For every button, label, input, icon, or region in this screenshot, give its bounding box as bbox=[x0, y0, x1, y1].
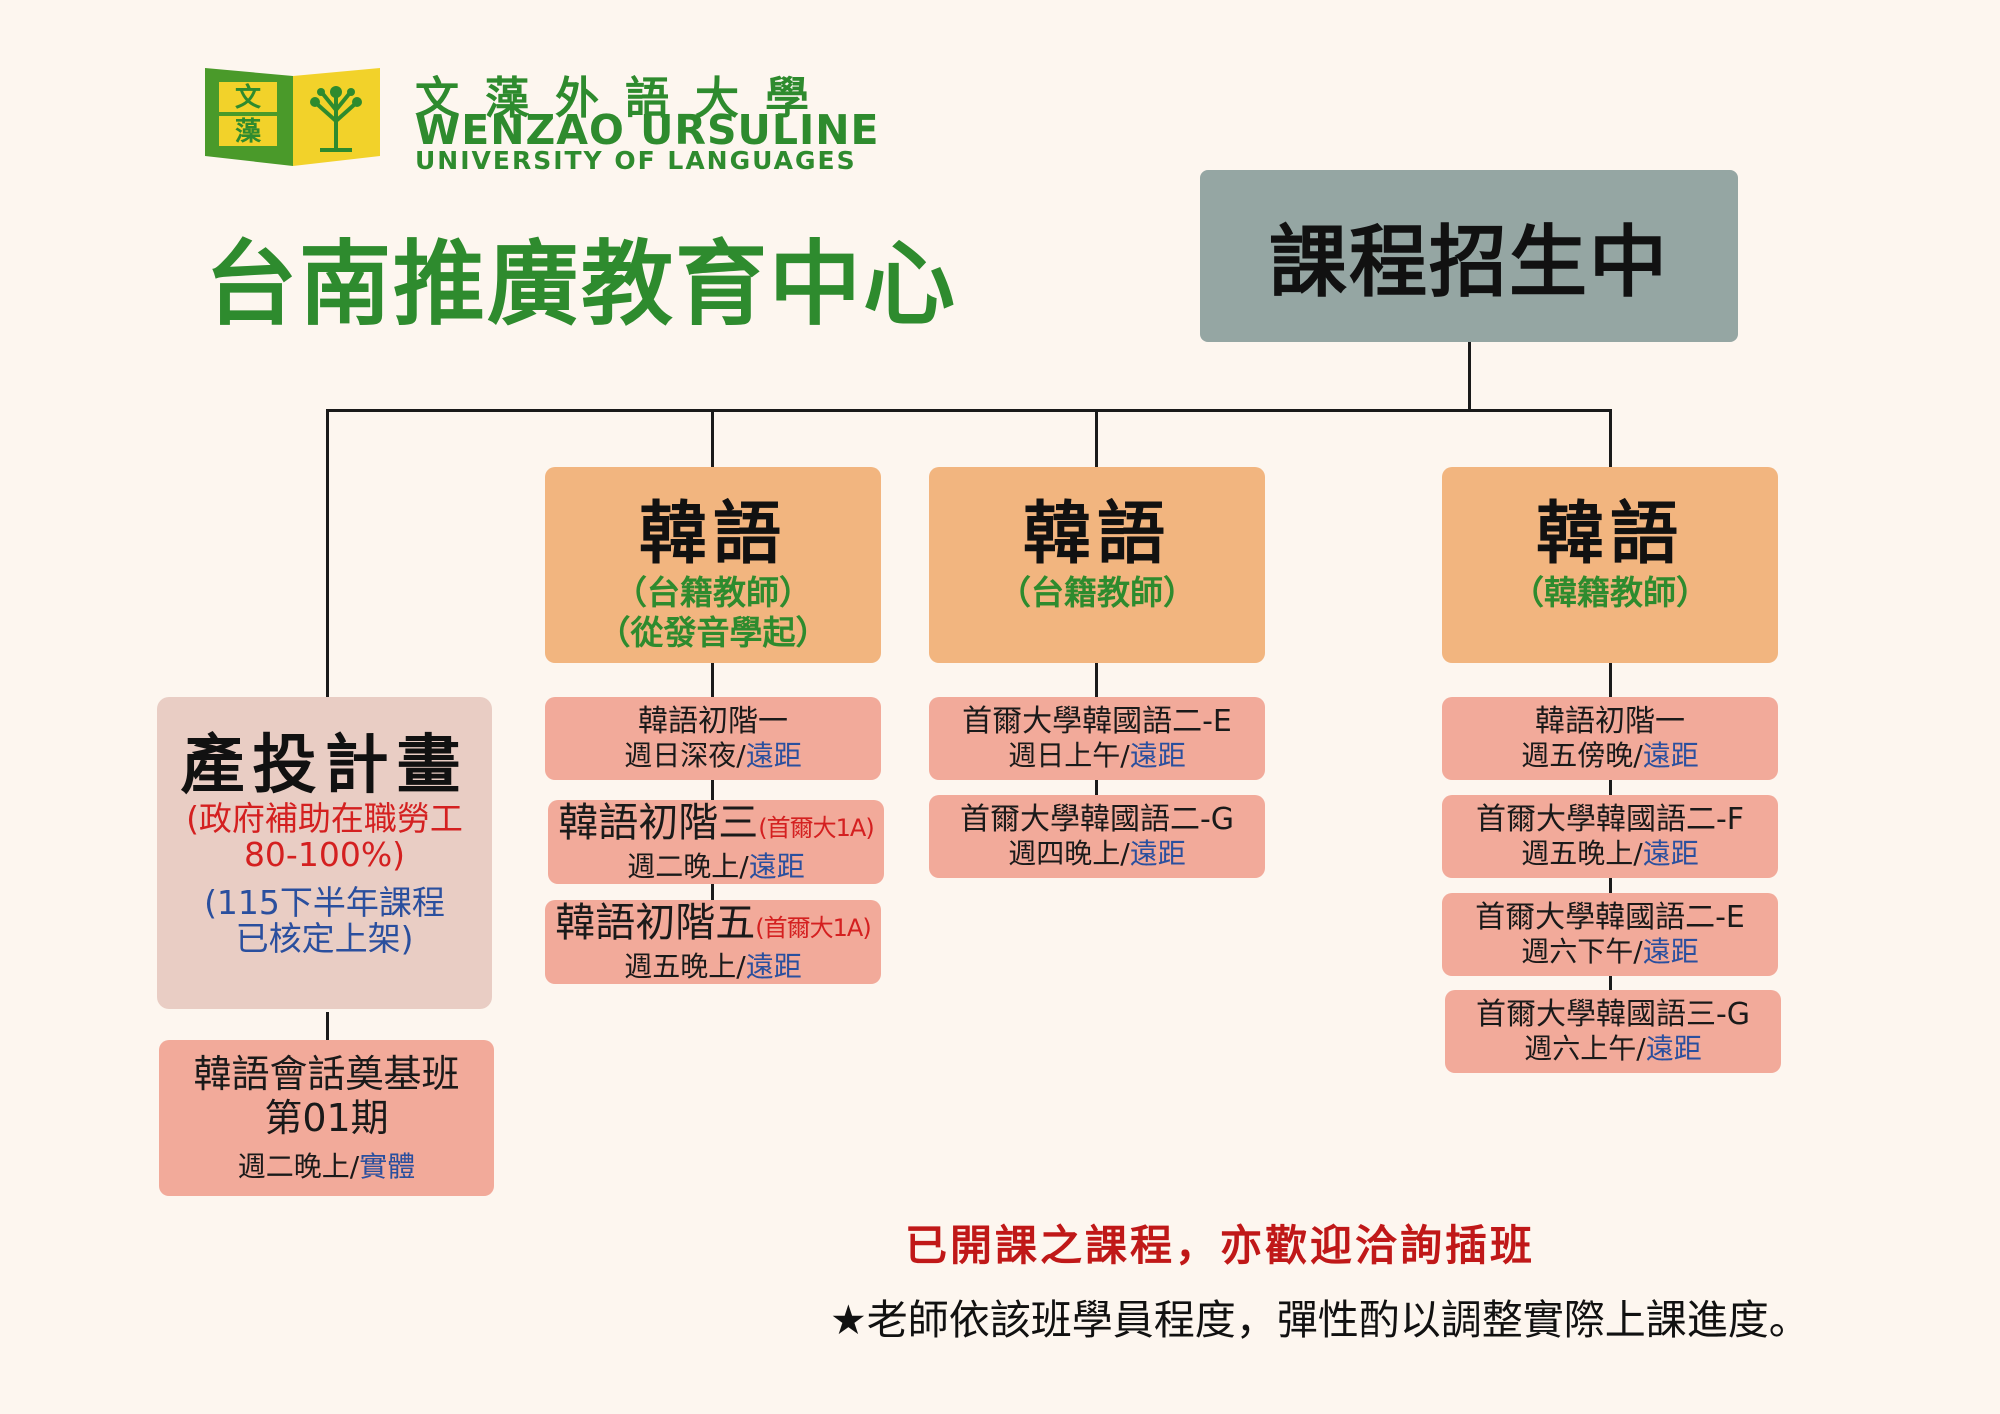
course-name: 首爾大學韓國語二-F bbox=[1475, 801, 1745, 837]
connector-root-down bbox=[1468, 342, 1471, 412]
course-time: 週四晚上/ bbox=[1008, 836, 1130, 870]
connector-branch-1 bbox=[711, 409, 714, 467]
course-mode: 遠距 bbox=[1645, 1031, 1702, 1065]
branch-title: 韓語 bbox=[1535, 495, 1684, 574]
branch-subtitle-2: （從發音學起） bbox=[597, 613, 829, 652]
course-name: 韓語初階一 bbox=[1535, 703, 1685, 739]
course-name: 首爾大學韓國語二-E bbox=[1475, 899, 1745, 935]
logo-english-name-line2: UNIVERSITY OF LANGUAGES bbox=[415, 146, 857, 175]
page-title: 台南推廣教育中心 bbox=[205, 231, 958, 338]
notice-join-anytime: 已開課之課程，亦歡迎洽詢插班 bbox=[905, 1221, 1536, 1270]
course-time: 週五晚上/ bbox=[624, 949, 746, 983]
course-box: 韓語初階一 週日深夜/遠距 bbox=[545, 697, 881, 780]
course-time: 週六上午/ bbox=[1524, 1031, 1646, 1065]
course-mode: 遠距 bbox=[1129, 836, 1186, 870]
logo-english-name-line1: WENZAO URSULINE bbox=[415, 106, 880, 154]
course-time: 週二晚上/ bbox=[237, 1150, 360, 1183]
branch-subtitle: （台籍教師） bbox=[614, 573, 812, 612]
course-mode: 遠距 bbox=[1642, 836, 1699, 870]
course-box: 首爾大學韓國語二-E 週六下午/遠距 bbox=[1442, 893, 1778, 976]
course-name: 首爾大學韓國語三-G bbox=[1475, 996, 1751, 1032]
course-time: 週五傍晚/ bbox=[1521, 738, 1643, 772]
course-mode: 遠距 bbox=[1129, 738, 1186, 772]
course-name: 首爾大學韓國語二-E bbox=[962, 703, 1232, 739]
course-time: 週二晚上/ bbox=[627, 849, 749, 883]
special-status-line1: (115下半年課程 bbox=[204, 883, 445, 922]
branch-title: 韓語 bbox=[638, 495, 787, 574]
course-mode: 遠距 bbox=[745, 949, 802, 983]
branch-header-3: 韓語 （韓籍教師） bbox=[1442, 467, 1778, 663]
course-mode: 遠距 bbox=[1642, 738, 1699, 772]
branch-header-2: 韓語 （台籍教師） bbox=[929, 467, 1265, 663]
special-subsidy-line1: (政府補助在職勞工 bbox=[186, 799, 463, 838]
course-box: 首爾大學韓國語二-F 週五晚上/遠距 bbox=[1442, 795, 1778, 878]
connector-branch-3 bbox=[1609, 409, 1612, 467]
course-name: 韓語會話奠基班 bbox=[193, 1052, 460, 1096]
notice-teacher-adjust: ★老師依該班學員程度，彈性酌以調整實際上課進度。 bbox=[830, 1296, 1810, 1344]
special-title: 產投計畫 bbox=[180, 729, 469, 803]
course-mode: 遠距 bbox=[745, 738, 802, 772]
svg-text:文: 文 bbox=[235, 82, 262, 113]
connector-special-course bbox=[326, 1012, 329, 1040]
course-mode: 實體 bbox=[359, 1150, 416, 1183]
connector-branch-2 bbox=[1095, 409, 1098, 467]
course-box: 韓語初階一 週五傍晚/遠距 bbox=[1442, 697, 1778, 780]
course-box: 韓語初階五(首爾大1A) 週五晚上/遠距 bbox=[545, 900, 881, 984]
course-box: 首爾大學韓國語三-G 週六上午/遠距 bbox=[1445, 990, 1781, 1073]
course-box: 首爾大學韓國語二-G 週四晚上/遠距 bbox=[929, 795, 1265, 878]
special-program-box: 產投計畫 (政府補助在職勞工 80-100%) (115下半年課程 已核定上架) bbox=[157, 697, 492, 1009]
course-note: (首爾大1A) bbox=[758, 813, 874, 842]
course-name: 韓語初階一 bbox=[638, 703, 788, 739]
course-box: 首爾大學韓國語二-E 週日上午/遠距 bbox=[929, 697, 1265, 780]
course-box: 韓語初階三(首爾大1A) 週二晚上/遠距 bbox=[548, 800, 884, 884]
course-note: (首爾大1A) bbox=[755, 913, 871, 942]
course-name: 韓語初階三 bbox=[558, 799, 759, 846]
branch-subtitle: （台籍教師） bbox=[998, 573, 1196, 612]
logo-chinese-name: 文藻外語大學 bbox=[415, 73, 835, 124]
course-time: 週六下午/ bbox=[1521, 934, 1643, 968]
connector-special bbox=[326, 409, 329, 697]
branch-title: 韓語 bbox=[1022, 495, 1171, 574]
course-mode: 遠距 bbox=[1642, 934, 1699, 968]
course-time: 週五晚上/ bbox=[1521, 836, 1643, 870]
svg-text:藻: 藻 bbox=[235, 117, 262, 147]
connector-horizontal bbox=[327, 409, 1612, 412]
special-course-box: 韓語會話奠基班 第01期 週二晚上/實體 bbox=[159, 1040, 494, 1196]
course-time: 週日深夜/ bbox=[624, 738, 746, 772]
logo-book-icon: 文 藻 bbox=[205, 66, 380, 168]
branch-header-1: 韓語 （台籍教師） （從發音學起） bbox=[545, 467, 881, 663]
root-node: 課程招生中 bbox=[1200, 170, 1738, 342]
course-name: 首爾大學韓國語二-G bbox=[959, 801, 1235, 837]
course-mode: 遠距 bbox=[748, 849, 805, 883]
special-subsidy-line2: 80-100%) bbox=[243, 835, 406, 874]
course-period: 第01期 bbox=[264, 1096, 389, 1140]
branch-subtitle: （韓籍教師） bbox=[1511, 573, 1709, 612]
special-status-line2: 已核定上架) bbox=[235, 919, 414, 958]
course-time: 週日上午/ bbox=[1008, 738, 1130, 772]
course-name: 韓語初階五 bbox=[555, 899, 756, 946]
